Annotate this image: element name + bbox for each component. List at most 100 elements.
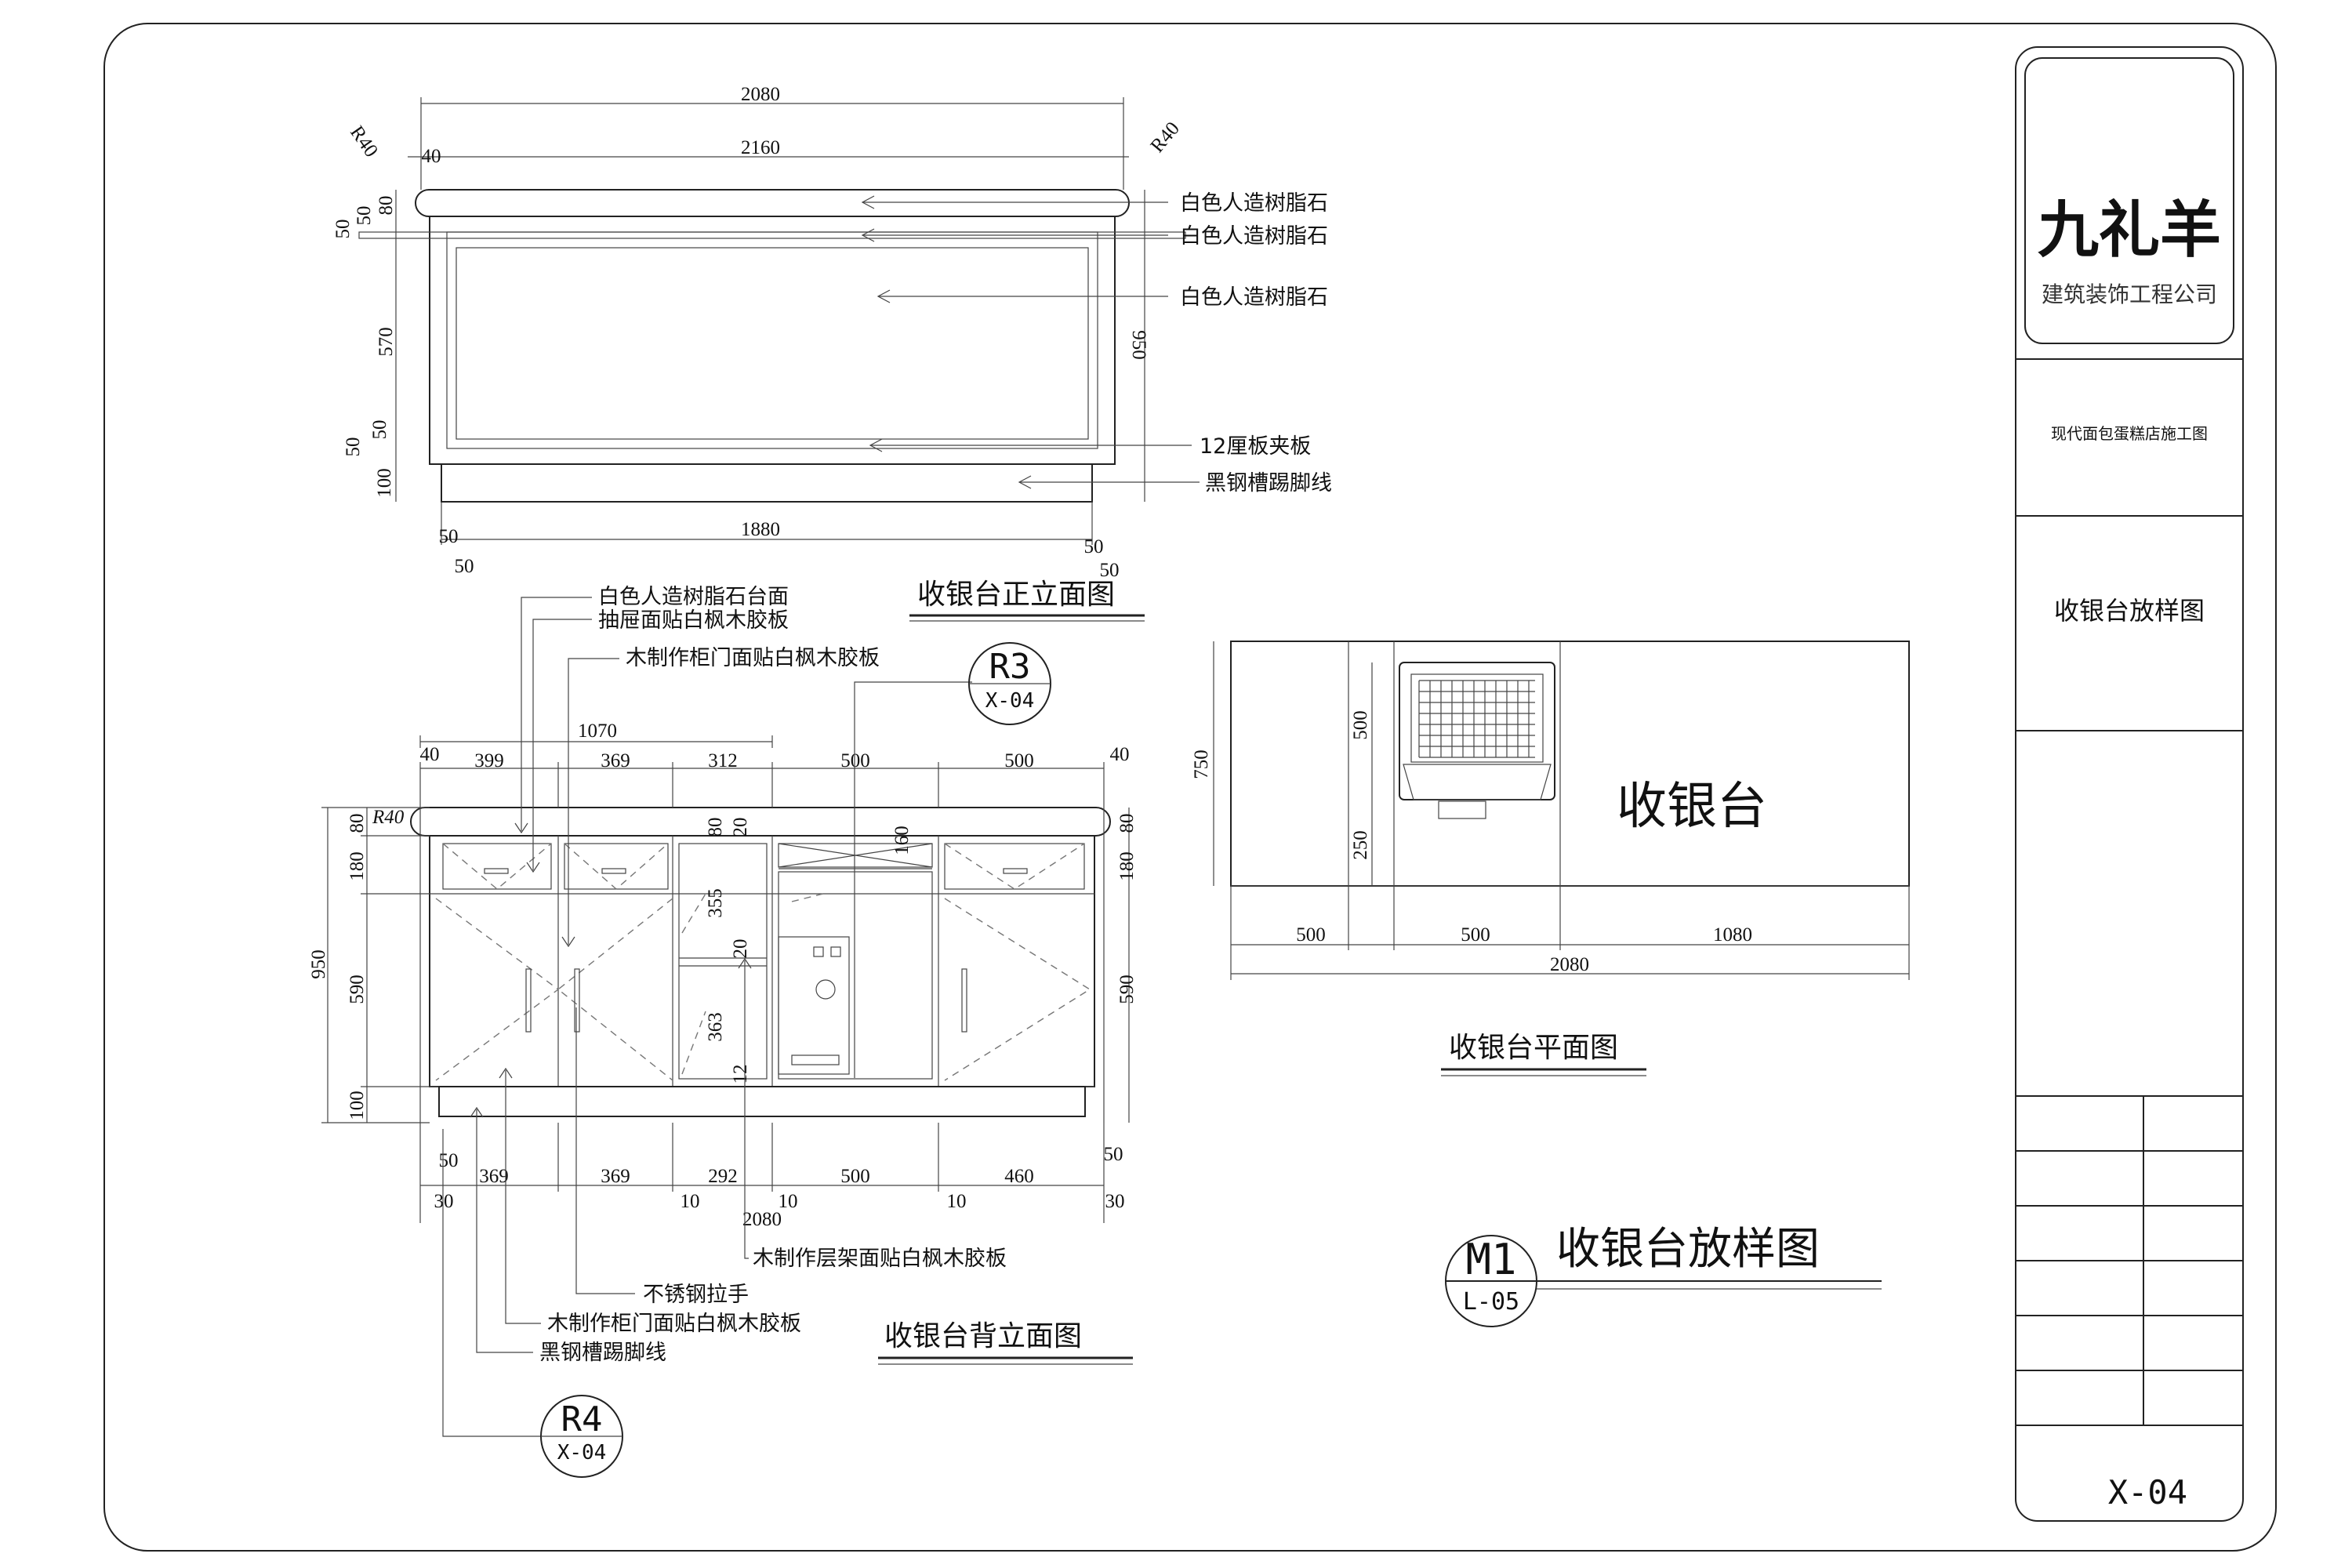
dim-front-total: 2080	[741, 84, 780, 105]
dim-back-bottom-10b: 10	[779, 1191, 798, 1212]
callout-r3-ref: X-04	[985, 689, 1035, 713]
back-drawer-1	[442, 843, 552, 890]
plan-outline	[1230, 641, 1910, 887]
front-note-5: 黑钢槽踢脚线	[1205, 471, 1332, 495]
dim-back-radius: R40	[372, 807, 405, 828]
callout-r3: R3 X-04	[854, 642, 1051, 1078]
dim-front-left-50c: 50	[369, 420, 390, 440]
dim-back-total: 2080	[742, 1209, 782, 1230]
dim-back-950: 950	[308, 949, 329, 979]
drawing-name: 收银台放样图	[2054, 596, 2205, 626]
dim-front-bottom-50a: 50	[439, 526, 459, 547]
callout-r4-label: R4	[561, 1399, 603, 1439]
back-handle-3	[961, 968, 967, 1033]
dim-plan-total: 2080	[1550, 954, 1589, 975]
dim-back-right-590: 590	[1116, 975, 1138, 1004]
front-body	[429, 216, 1116, 465]
dim-front-right-950: 950	[1128, 330, 1149, 360]
dim-plan-bottom-1080: 1080	[1713, 924, 1752, 946]
dim-front-radius-left: R40	[346, 122, 382, 162]
dim-back-top-40b: 40	[1110, 744, 1130, 765]
dim-back-bottom-369a: 369	[479, 1166, 509, 1187]
dim-plan-bottom-500a: 500	[1296, 924, 1326, 946]
front-elevation: 2080 2160 40 R40 R40 80 50 50 570 50 50 …	[332, 84, 1332, 622]
dim-back-left-590: 590	[347, 975, 368, 1004]
dim-back-top-369: 369	[601, 750, 630, 771]
dim-front-inner: 2160	[741, 137, 780, 158]
front-elevation-title: 收银台正立面图	[917, 579, 1115, 611]
dim-front-radius-right: R40	[1147, 118, 1184, 157]
front-note-1: 白色人造树脂石	[1180, 191, 1328, 216]
dim-back-bottom-30a: 30	[434, 1191, 454, 1212]
title-block: 九礼羊 建筑装饰工程公司 现代面包蛋糕店施工图 收银台放样图 X-04	[2015, 46, 2244, 1522]
dim-back-top-500a: 500	[840, 750, 870, 771]
front-note-4: 12厘板夹板	[1200, 434, 1311, 459]
back-note-drawer: 抽屉面贴白枫木胶板	[598, 608, 789, 633]
back-note-shelf: 木制作层架面贴白枫木胶板	[753, 1247, 1007, 1271]
dim-back-1070: 1070	[578, 720, 617, 742]
dim-front-bottom-50b: 50	[455, 556, 474, 577]
callout-m1-ref: L-05	[1463, 1288, 1519, 1316]
company-name: 建筑装饰工程公司	[2042, 281, 2217, 307]
dim-back-top-312: 312	[708, 750, 738, 771]
back-note-door: 木制作柜门面贴白枫木胶板	[626, 646, 880, 670]
dim-plan-500: 500	[1350, 710, 1371, 740]
dim-back-left-180: 180	[347, 851, 368, 881]
dim-back-bottom-30b: 30	[1105, 1191, 1125, 1212]
front-countertop	[415, 189, 1130, 217]
callout-m1: M1 L-05 收银台放样图	[1445, 1224, 1882, 1327]
dim-front-left-50d: 50	[343, 437, 364, 457]
dim-back-inner-363: 363	[705, 1012, 726, 1042]
dim-back-inner-20a: 20	[730, 818, 751, 837]
dim-back-left-80: 80	[347, 814, 368, 833]
sheet-border	[103, 23, 2277, 1552]
back-safe	[778, 936, 850, 1075]
dim-back-inner-355: 355	[705, 888, 726, 918]
back-kickplate	[438, 1086, 1086, 1117]
dim-front-left-570: 570	[376, 327, 397, 357]
callout-r3-label: R3	[989, 647, 1031, 687]
dim-back-bottom-369b: 369	[601, 1166, 630, 1187]
dim-back-bottom-10a: 10	[681, 1191, 700, 1212]
callout-m1-label: M1	[1465, 1235, 1516, 1284]
dim-back-bottom-500: 500	[840, 1166, 870, 1187]
dim-back-inner-160: 160	[891, 826, 913, 855]
back-note-countertop: 白色人造树脂石台面	[598, 585, 789, 609]
dim-back-bottom-50a: 50	[439, 1150, 459, 1171]
plan-view: 收银台 750 500 250 500 500 1080 2080 收银台平面图	[1191, 641, 1910, 1076]
dim-back-top-40a: 40	[420, 744, 440, 765]
dim-back-top-500b: 500	[1004, 750, 1034, 771]
register-keypad	[1418, 680, 1535, 758]
back-elevation: 1070 40 399 369 312 500 500 40 R40 950 8…	[308, 585, 1138, 1365]
dim-back-top-399: 399	[474, 750, 504, 771]
callout-r4: R4 X-04	[442, 1129, 623, 1478]
project-name: 现代面包蛋糕店施工图	[2051, 424, 2208, 443]
company-logo: 九礼羊	[2038, 194, 2221, 266]
back-note-kick: 黑钢槽踢脚线	[539, 1341, 666, 1365]
dim-front-bottom-50d: 50	[1100, 560, 1120, 581]
dim-back-bottom-292: 292	[708, 1166, 738, 1187]
plan-title: 收银台平面图	[1449, 1032, 1618, 1064]
dim-back-inner-20b: 20	[730, 939, 751, 959]
dim-back-left-100: 100	[347, 1091, 368, 1120]
back-countertop	[410, 807, 1111, 837]
dim-front-bottom-50c: 50	[1084, 536, 1104, 557]
dim-back-right-80: 80	[1116, 814, 1138, 833]
dim-plan-bottom-500b: 500	[1461, 924, 1490, 946]
dim-front-left-100: 100	[374, 468, 395, 498]
dim-plan-250: 250	[1350, 830, 1371, 860]
back-drawer-3	[944, 843, 1085, 890]
dim-back-bottom-10c: 10	[947, 1191, 967, 1212]
dim-front-left-80: 80	[376, 196, 397, 216]
dim-front-left-50a: 50	[354, 206, 375, 226]
back-elevation-title: 收银台背立面图	[884, 1320, 1082, 1352]
back-handle-2	[574, 968, 580, 1033]
sheet-number: X-04	[2108, 1473, 2187, 1512]
callout-r4-ref: X-04	[557, 1441, 607, 1465]
dim-front-1880: 1880	[741, 519, 780, 540]
dim-back-inner-80: 80	[705, 818, 726, 837]
dim-back-inner-12: 12	[730, 1065, 751, 1084]
back-drawer-2	[564, 843, 669, 890]
dim-front-edge: 40	[422, 146, 441, 167]
